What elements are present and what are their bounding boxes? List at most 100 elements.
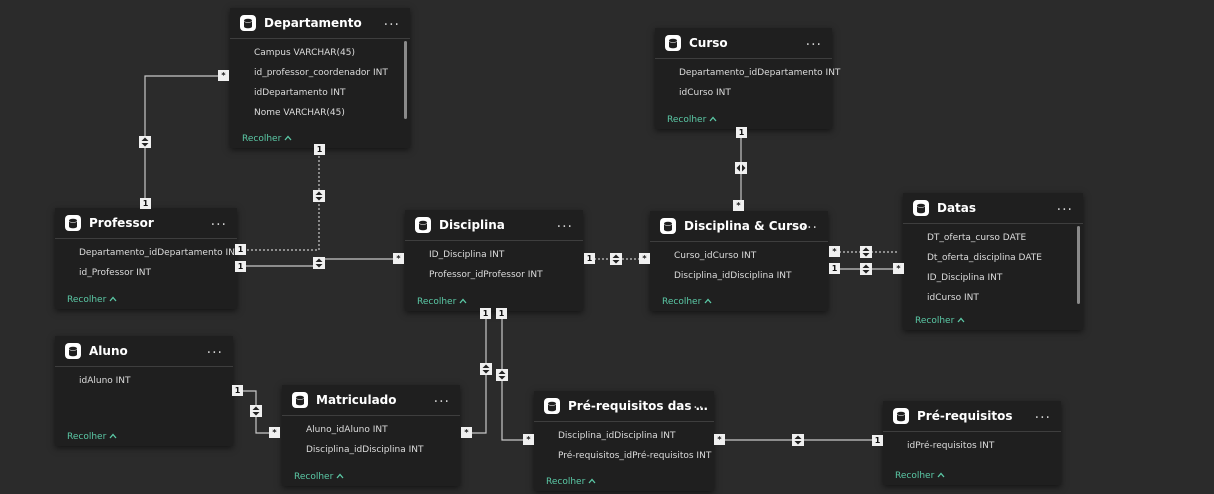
field-row[interactable]: Departamento_idDepartamento INT [79,248,241,258]
table-datas[interactable]: Datas ... DT_oferta_curso DATE Dt_oferta… [903,193,1083,330]
table-prerequisitos[interactable]: Pré-requisitos ... idPré-requisitos INT … [883,401,1061,485]
field-row[interactable]: ID_Disciplina INT [429,250,505,260]
cross-filter-icon[interactable] [792,434,804,446]
more-options-icon[interactable]: ... [206,341,223,357]
table-prerequisitos-disciplinas[interactable]: Pré-requisitos das disci... ... Discipli… [534,391,714,491]
table-header[interactable]: Pré-requisitos ... [883,401,1061,432]
more-options-icon[interactable]: ... [805,33,822,49]
field-row[interactable]: idAluno INT [79,376,131,386]
field-row[interactable]: idPré-requisitos INT [907,441,995,451]
collapse-link[interactable]: Recolher [67,295,117,305]
field-row[interactable]: id_Professor INT [79,268,152,278]
field-row[interactable]: idCurso INT [927,293,979,303]
table-professor[interactable]: Professor ... Departamento_idDepartament… [55,208,241,309]
cross-filter-icon[interactable] [480,363,492,375]
table-icon [292,392,308,408]
field-row[interactable]: Nome VARCHAR(45) [254,108,345,118]
table-matriculado[interactable]: Matriculado ... Aluno_idAluno INT Discip… [282,385,460,486]
more-options-icon[interactable]: ... [210,213,227,229]
chevron-up-icon [284,135,292,141]
field-row[interactable]: Pré-requisitos_idPré-requisitos INT [558,451,712,461]
cross-filter-icon[interactable] [139,136,151,148]
cardinality-one-marker: 1 [872,435,883,446]
cardinality-many-marker: * [733,200,744,211]
chevron-up-icon [709,116,717,122]
collapse-link[interactable]: Recolher [417,297,467,307]
field-row[interactable]: Professor_idProfessor INT [429,270,543,280]
field-row[interactable]: idDepartamento INT [254,88,346,98]
field-row[interactable]: Departamento_idDepartamento INT [679,68,841,78]
more-options-icon[interactable]: ... [556,215,573,231]
collapse-link[interactable]: Recolher [662,297,712,307]
cross-filter-icon[interactable] [496,369,508,381]
collapse-link[interactable]: Recolher [915,316,965,326]
cross-filter-icon[interactable] [860,246,872,258]
field-row[interactable]: Dt_oferta_disciplina DATE [927,253,1042,263]
field-row[interactable]: Disciplina_idDisciplina INT [306,445,424,455]
cross-filter-icon[interactable] [313,190,325,202]
cross-filter-icon[interactable] [735,162,747,174]
table-title: Departamento [264,16,362,30]
table-curso[interactable]: Curso ... Departamento_idDepartamento IN… [655,28,841,129]
table-title: Pré-requisitos [917,409,1013,423]
field-row[interactable]: Disciplina_idDisciplina INT [674,271,792,281]
field-row[interactable]: Disciplina_idDisciplina INT [558,431,676,441]
table-header[interactable]: Pré-requisitos das disci... ... [534,391,714,422]
more-options-icon[interactable]: ... [433,390,450,406]
cardinality-many-marker: * [218,70,229,81]
rel-disciplina-matriculado[interactable] [467,318,487,434]
table-header[interactable]: Departamento ... [230,8,410,39]
cardinality-many-marker: * [461,427,472,438]
collapse-link[interactable]: Recolher [895,471,945,481]
cardinality-one-marker: 1 [584,253,595,264]
table-header[interactable]: Disciplina & Curso ... [650,211,828,242]
table-header[interactable]: Datas ... [903,193,1083,224]
rel-departamento-coordenador[interactable] [241,148,320,251]
cardinality-one-marker: 1 [140,198,151,209]
cardinality-many-marker: * [393,253,404,264]
table-disciplina[interactable]: Disciplina ... ID_Disciplina INT Profess… [405,210,583,311]
field-row[interactable]: Campus VARCHAR(45) [254,48,356,58]
more-options-icon[interactable]: ... [1056,198,1073,214]
scrollbar[interactable] [1077,226,1080,304]
field-row[interactable]: ID_Disciplina INT [927,273,1003,283]
field-row[interactable]: id_professor_coordenador INT [254,68,388,78]
more-options-icon[interactable]: ... [801,216,818,232]
collapse-link[interactable]: Recolher [67,432,117,442]
table-departamento[interactable]: Departamento ... Campus VARCHAR(45) id_p… [230,8,410,148]
more-options-icon[interactable]: ... [383,13,400,29]
cardinality-many-marker: * [523,434,534,445]
scrollbar[interactable] [404,41,407,119]
cardinality-many-marker: * [269,427,280,438]
field-row[interactable]: idCurso INT [679,88,731,98]
more-options-icon[interactable]: ... [1034,406,1051,422]
rel-professor-departamento[interactable] [144,75,226,208]
table-aluno[interactable]: Aluno ... idAluno INT Recolher [55,336,233,446]
field-row[interactable]: Aluno_idAluno INT [306,425,388,435]
table-title: Curso [689,36,728,50]
cross-filter-icon[interactable] [313,257,325,269]
more-options-icon[interactable]: ... [687,396,704,412]
table-header[interactable]: Curso ... [655,28,832,59]
rel-disciplina-prereqdisc[interactable] [501,318,528,441]
collapse-link[interactable]: Recolher [546,477,596,487]
cardinality-many-marker: * [893,263,904,274]
chevron-up-icon [957,317,965,323]
table-header[interactable]: Professor ... [55,208,237,239]
collapse-link[interactable]: Recolher [242,134,292,144]
table-disciplina-curso[interactable]: Disciplina & Curso ... Curso_idCurso INT… [650,211,828,311]
cross-filter-icon[interactable] [610,253,622,265]
field-row[interactable]: Curso_idCurso INT [674,251,757,261]
table-header[interactable]: Disciplina ... [405,210,583,241]
table-header[interactable]: Matriculado ... [282,385,460,416]
cardinality-one-marker: 1 [496,308,507,319]
collapse-link[interactable]: Recolher [294,472,344,482]
cardinality-one-marker: 1 [480,308,491,319]
table-title: Aluno [89,344,128,358]
cross-filter-icon[interactable] [860,263,872,275]
table-header[interactable]: Aluno ... [55,336,233,367]
collapse-link[interactable]: Recolher [667,115,717,125]
field-row[interactable]: DT_oferta_curso DATE [927,233,1027,243]
cross-filter-icon[interactable] [250,405,262,417]
chevron-up-icon [459,298,467,304]
